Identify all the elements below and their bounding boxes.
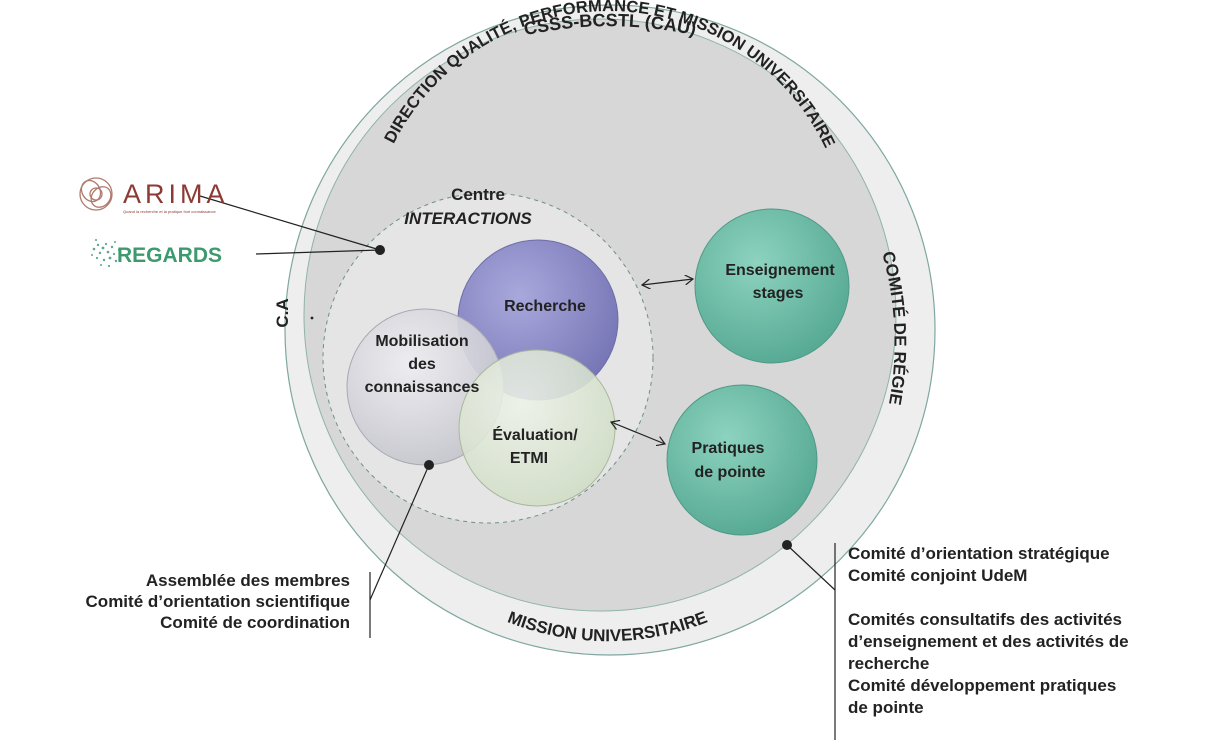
list-item: Assemblée des membres (145, 571, 350, 590)
pratiques-label-1: Pratiques (692, 440, 765, 457)
interactions-label: INTERACTIONS (404, 209, 532, 228)
mobilisation-callout-dot (424, 460, 434, 470)
list-item: de pointe (848, 698, 924, 717)
regards-connector (255, 249, 381, 255)
list-item: Comité d’orientation stratégique (848, 544, 1110, 563)
arrow-recherche-enseignement (642, 279, 693, 285)
left-committee-list: Assemblée des membres Comité d’orientati… (40, 570, 350, 633)
regards-logo: REGARDS (91, 239, 222, 268)
centre-callout-dot (375, 245, 385, 255)
enseignement-label-2: stages (753, 285, 804, 302)
list-item: Comité développement pratiques (848, 676, 1117, 695)
right-committee-list: Comité d’orientation stratégique Comité … (848, 543, 1198, 719)
regards-wordmark: REGARDS (117, 244, 222, 267)
dot-marker (310, 316, 314, 320)
enseignement-circle (694, 208, 850, 364)
mobilisation-label-2: des (408, 356, 436, 373)
ring-callout-dot (782, 540, 792, 550)
mobilisation-label-3: connaissances (365, 379, 480, 396)
arima-connector (199, 195, 381, 251)
list-item: Comité de coordination (160, 613, 350, 632)
pratiques-label-2: de pointe (694, 464, 765, 481)
list-item: Comités consultatifs des activités (848, 610, 1122, 629)
left-list-connector (369, 464, 430, 601)
mobilisation-label-1: Mobilisation (375, 333, 468, 350)
list-item: d’enseignement et des activités de (848, 632, 1129, 651)
arima-wordmark: ARIMA (123, 179, 229, 209)
right-list-connector (786, 544, 836, 591)
centre-label: Centre (451, 185, 505, 204)
arima-emblem-icon (79, 177, 113, 211)
arima-tagline: Quand la recherche et la pratique font c… (123, 209, 217, 214)
pratiques-circle (666, 384, 818, 536)
arrow-evaluation-pratiques (611, 422, 665, 444)
evaluation-label-1: Évaluation/ (492, 425, 578, 444)
list-item: Comité d’orientation scientifique (85, 592, 350, 611)
evaluation-label-2: ETMI (510, 450, 548, 467)
recherche-label: Recherche (504, 298, 586, 315)
list-item: recherche (848, 654, 930, 673)
enseignement-label-1: Enseignement (725, 262, 835, 279)
ca-label: C.A (273, 298, 292, 327)
list-item: Comité conjoint UdeM (848, 566, 1028, 585)
regards-dots-icon (91, 239, 121, 268)
list-spacer (848, 587, 1198, 609)
arima-logo: ARIMA Quand la recherche et la pratique … (79, 177, 229, 214)
